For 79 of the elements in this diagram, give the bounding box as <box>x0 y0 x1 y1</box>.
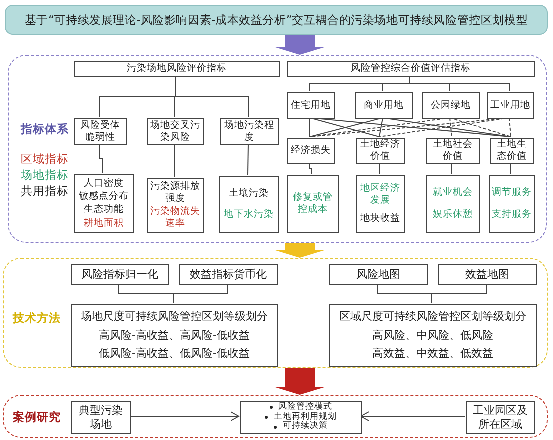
indicator-box <box>329 304 537 367</box>
connector-line <box>432 284 487 304</box>
indicator-item: 污染源排放强度 <box>150 181 201 205</box>
section-label: 指标体系 <box>21 122 69 137</box>
section-label: 技术方法 <box>13 311 61 326</box>
connector-line <box>410 76 510 92</box>
title-box: 基于“可持续发展理论-风险影响因素-成本效益分析”交互耦合的污染场地可持续风险管控区划模型 <box>5 5 548 35</box>
list-item: 土地再利用规划 <box>274 412 337 422</box>
connector-line <box>510 162 512 174</box>
indicator-item: 地块收益 <box>360 213 400 225</box>
connector-line <box>379 162 380 174</box>
indicator-box <box>74 174 134 233</box>
indicator-item: 地下水污染 <box>224 209 274 222</box>
indicator-item: 人口密度 <box>84 178 124 190</box>
indicator-box: 效益地图 <box>438 264 537 285</box>
indicator-item: 娱乐休憩 <box>433 209 473 221</box>
indicator-item: 污染物流失速率 <box>150 206 201 230</box>
outcome-box <box>240 401 362 434</box>
indicator-item: 区域尺度可持续风险管控区划等级划分 <box>340 310 526 324</box>
indicator-item: 敏感点分布 <box>79 190 129 203</box>
indicator-box: 风险指标归一化 <box>71 264 169 285</box>
indicator-box: 修复或管控成本 <box>287 175 339 233</box>
legend-text: 共用指标 <box>21 184 69 199</box>
indicator-box <box>219 176 279 233</box>
indicator-box: 风险地图 <box>329 264 428 285</box>
indicator-item: 支持服务 <box>492 209 532 221</box>
connector-line <box>310 162 312 174</box>
indicator-box: 典型污染场地 <box>71 401 131 434</box>
indicator-box: 场地交叉污染风险 <box>147 118 204 145</box>
indicator-box <box>426 175 480 233</box>
dashed-panel <box>3 258 548 368</box>
connector-line <box>174 144 175 178</box>
connector-line <box>450 118 452 138</box>
indicator-item: 低风险-高收益、低风险-低收益 <box>99 346 250 361</box>
indicator-box: 污染场地风险评价指标 <box>74 61 280 77</box>
section-label: 案例研究 <box>13 410 61 425</box>
list-item: 可持续决策 <box>283 422 328 432</box>
legend-text: 区域指标 <box>21 152 69 167</box>
indicator-box <box>489 175 535 233</box>
indicator-item: 调节服务 <box>492 187 532 199</box>
list-item: 风险管控模式 <box>278 403 332 412</box>
indicator-box <box>147 178 204 233</box>
connector-line <box>379 118 384 138</box>
block-arrow <box>274 368 326 395</box>
indicator-item: 地区经济发展 <box>360 183 402 207</box>
indicator-box: 公园绿地 <box>422 92 480 119</box>
indicator-item: 场地尺度可持续风险管控区划等级划分 <box>81 310 268 324</box>
connector-line <box>509 118 512 138</box>
indicator-item: 高风险、中风险、低风险 <box>372 328 494 342</box>
indicator-box: 经济损失 <box>287 138 335 164</box>
indicator-item: 耕地面积 <box>84 218 124 230</box>
indicator-item: 高效益、中效益、低效益 <box>372 346 494 361</box>
indicator-box: 风险管控综合价值评估指标 <box>287 61 535 77</box>
block-arrow <box>274 35 326 55</box>
indicator-box: 工业用地 <box>487 92 534 119</box>
indicator-box: 土地生态价值 <box>490 138 534 164</box>
indicator-box: 工业园区及所在区域 <box>466 401 535 434</box>
indicator-box <box>71 304 278 367</box>
connector-line <box>99 144 104 174</box>
block-arrow <box>274 243 326 258</box>
legend-text: 场地指标 <box>21 168 69 183</box>
indicator-box: 场地污染程度 <box>220 118 279 145</box>
indicator-box: 效益指标货币化 <box>179 264 278 285</box>
connector-line <box>248 144 249 176</box>
indicator-item: 土壤污染 <box>229 188 269 200</box>
indicator-item: 高风险-高收益、高风险-低收益 <box>99 328 250 342</box>
indicator-box: 土地社会价值 <box>426 138 480 164</box>
indicator-item: 生态功能 <box>84 204 124 216</box>
indicator-item: 就业机会 <box>433 187 473 199</box>
indicator-box: 风险受体脆弱性 <box>74 118 127 145</box>
dashed-panel <box>8 55 547 243</box>
arrow <box>360 412 466 422</box>
indicator-box: 土地经济价值 <box>356 138 405 164</box>
indicator-box: 住宅用地 <box>287 92 335 119</box>
arrow <box>130 412 240 422</box>
indicator-box: 商业用地 <box>355 92 413 119</box>
connector-line <box>173 284 228 304</box>
indicator-box <box>356 175 405 233</box>
dashed-panel <box>3 395 548 438</box>
